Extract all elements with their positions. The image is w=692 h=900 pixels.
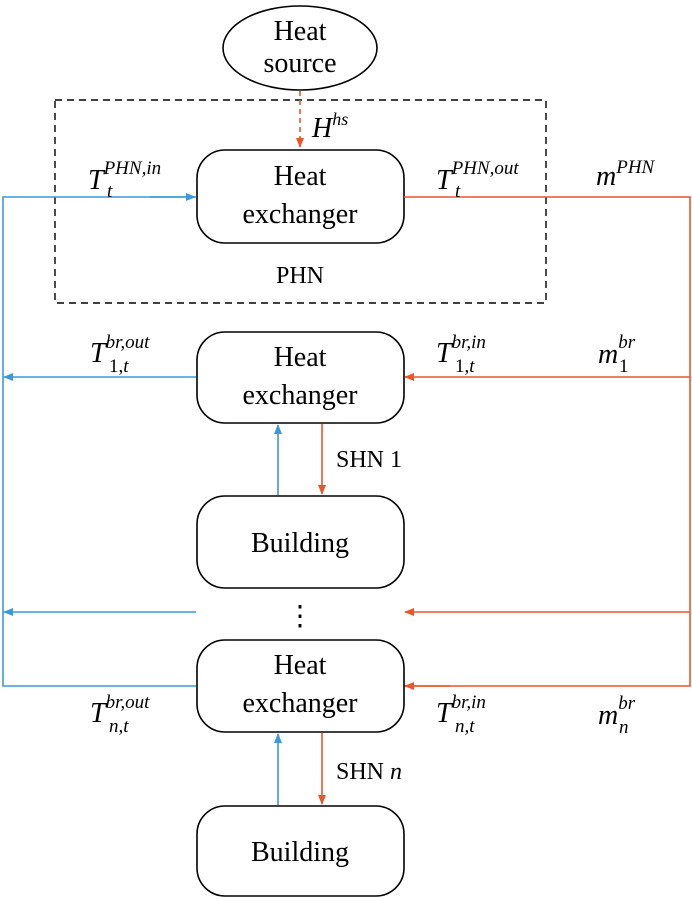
heat-exchanger-n: Heat exchanger <box>196 639 405 733</box>
exchanger-n-line2: exchanger <box>242 688 358 719</box>
exchanger-n-line1: Heat <box>274 650 327 681</box>
label-H-hs: Hhs <box>311 109 348 144</box>
label-T1-br-in: Tbr,in <box>436 332 486 369</box>
label-mn-br-sub: n <box>619 717 629 738</box>
phn-exchanger-line1: Heat <box>274 161 327 192</box>
label-mn-br: mbr <box>598 693 636 731</box>
building-n: Building <box>196 805 405 897</box>
exchanger-1-line1: Heat <box>274 342 327 373</box>
phn-label: PHN <box>276 263 324 289</box>
heat-source-label-line1: Heat <box>274 16 327 47</box>
building-1: Building <box>196 495 405 589</box>
label-m1-br: mbr <box>598 332 636 370</box>
return-main-line <box>2 196 196 687</box>
exchanger-1-line2: exchanger <box>242 380 358 411</box>
label-T1-br-out-sub: 1,t <box>109 356 129 377</box>
supply-main-line <box>404 196 691 687</box>
label-T-phn-out-sub: t <box>455 181 461 202</box>
label-T1-br-in-sub: 1,t <box>455 356 475 377</box>
building-1-label: Building <box>251 528 349 559</box>
label-Tn-br-out: Tbr,out <box>90 692 150 729</box>
label-Tn-br-out-sub: n,t <box>109 716 129 737</box>
label-T-phn-in-sub: t <box>107 181 113 202</box>
shn1-label: SHN 1 <box>336 447 402 473</box>
label-T-phn-in: TPHN,in <box>88 158 161 196</box>
label-Tn-br-in: Tbr,in <box>436 692 486 729</box>
building-n-label: Building <box>251 837 349 868</box>
phn-heat-exchanger: Heat exchanger <box>196 149 405 244</box>
label-m-phn: mPHN <box>596 157 656 192</box>
heat-source-label-line2: source <box>263 48 336 79</box>
label-Tn-br-in-sub: n,t <box>455 716 475 737</box>
phn-exchanger-line2: exchanger <box>242 199 358 230</box>
heat-source-node: Heat source <box>222 5 378 91</box>
ellipsis: ⋮ <box>286 601 314 632</box>
label-m1-br-sub: 1 <box>619 356 629 377</box>
label-T1-br-out: Tbr,out <box>90 332 150 369</box>
heat-exchanger-1: Heat exchanger <box>196 331 405 424</box>
shnn-label: SHN n <box>336 759 402 785</box>
label-T-phn-out: TPHN,out <box>436 158 519 196</box>
